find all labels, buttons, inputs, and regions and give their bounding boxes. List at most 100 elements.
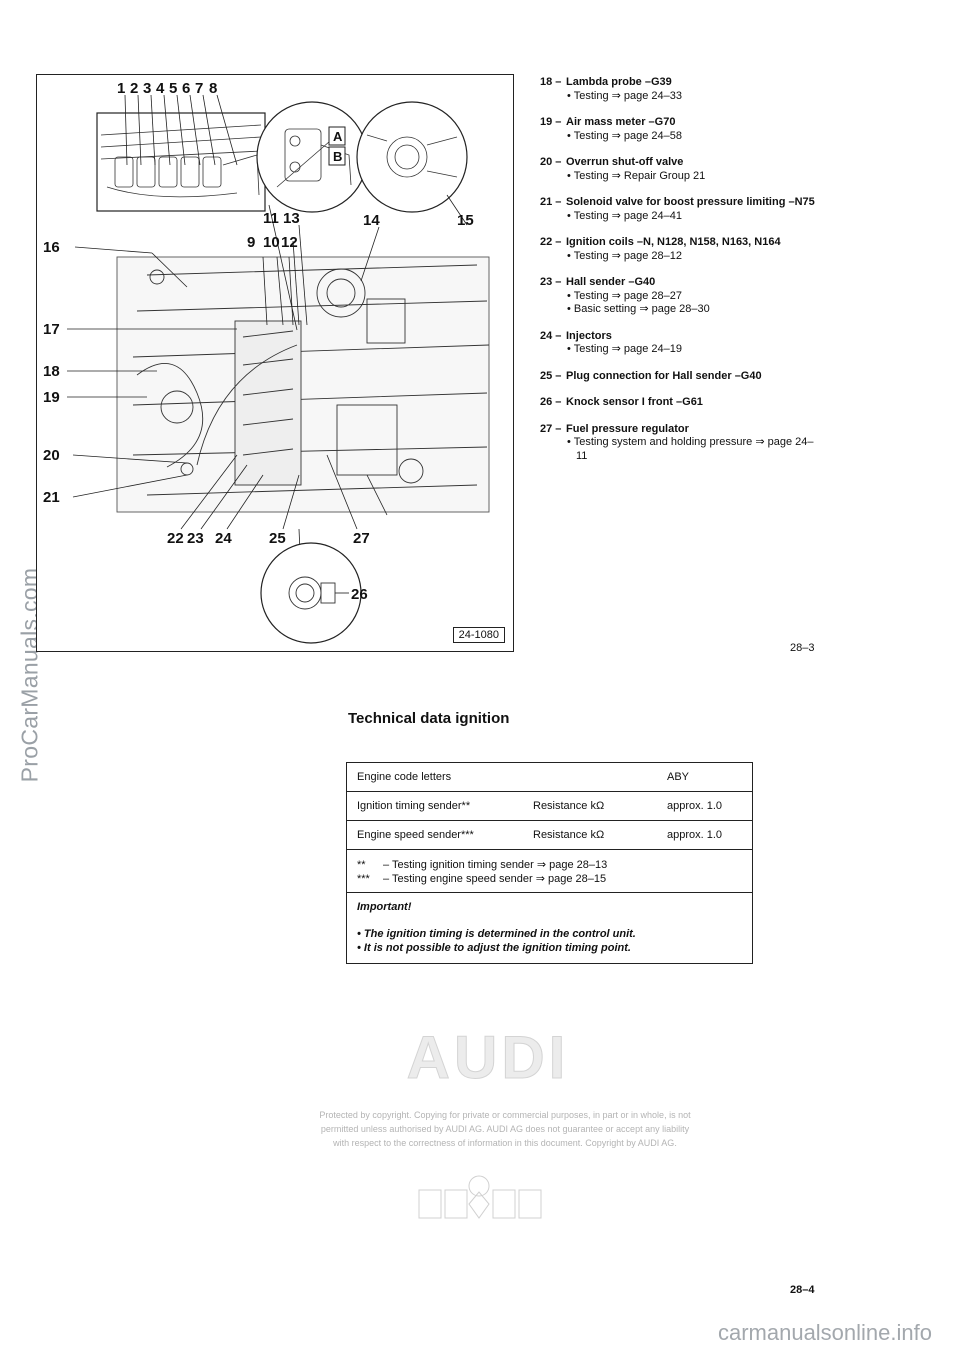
table-cell-unit: Resistance kΩ (533, 800, 605, 812)
legend-item: 22 –Ignition coils –N, N128, N158, N163,… (540, 236, 820, 263)
callout-left-0: 16 (43, 239, 60, 256)
legend-item-title: 21 – Solenoid valve for boost pressure li… (540, 196, 820, 210)
legend-sub-item: • Testing ⇒ Repair Group 21 (540, 170, 820, 184)
important-heading: Important! (357, 901, 412, 913)
audi-logo: AUDI (406, 1026, 566, 1086)
bullet-icon: • (357, 942, 364, 954)
legend-sub-item: • Testing system and holding pressure ⇒ … (540, 436, 820, 463)
legend-sub-item: • Testing ⇒ page 24–58 (540, 130, 820, 144)
section-title: Technical data ignition (348, 710, 510, 727)
page-number-lower: 28–4 (790, 1284, 815, 1296)
legend-item-number: 20 – (540, 156, 562, 168)
legend-sub-item: • Testing ⇒ page 28–27 (540, 290, 820, 304)
stamp-graphic (418, 1175, 542, 1219)
bullet-icon: • (567, 436, 574, 448)
callout-right-0: 14 (363, 212, 380, 229)
note-mark: ** (357, 859, 366, 871)
table-cell-value: approx. 1.0 (667, 800, 723, 812)
legend-item: 27 – Fuel pressure regulator• Testing sys… (540, 423, 820, 464)
legend-item-text: Solenoid valve for boost pressure limiti… (566, 196, 815, 208)
callout-top-0: 1 (117, 80, 125, 97)
callout-bottom-1: 23 (187, 530, 204, 547)
legend-item: 21 – Solenoid valve for boost pressure li… (540, 196, 820, 223)
callout-bottom-4: 27 (353, 530, 370, 547)
important-point-text: The ignition timing is determined in the… (363, 928, 636, 940)
legend-item-number: 24 – (540, 329, 562, 342)
legend-sub-text: Testing ⇒ page 24–58 (573, 129, 683, 142)
legend-item-number: 26 – (540, 396, 562, 408)
legend-sub-text: Testing ⇒ page 24–33 (573, 89, 683, 102)
legend-item-text: Hall sender –G40 (566, 276, 656, 288)
legend-item-number: 21 – (540, 196, 562, 208)
legend-item-number: 19 – (540, 116, 562, 128)
bullet-icon: • (567, 209, 574, 222)
callout-top-2: 3 (143, 80, 151, 97)
callout-bottom-0: 22 (167, 530, 184, 547)
legend-item-text: Plug connection for Hall sender –G40 (566, 369, 762, 382)
callout-top-1: 2 (130, 80, 138, 97)
legend-item: 18 –Lambda probe –G39• Testing ⇒ page 24… (540, 76, 820, 103)
callout-left-1: 17 (43, 321, 60, 338)
legend-item-text: Overrun shut-off valve (566, 156, 684, 168)
callout-bottom-2: 24 (215, 530, 232, 547)
bullet-icon: • (567, 343, 574, 355)
legend-item-number: 23 – (540, 276, 562, 288)
bottom-watermark: carmanualsonline.info (717, 1320, 932, 1345)
important-point-text: It is not possible to adjust the ignitio… (363, 942, 631, 954)
legend-sub-text: Testing system and holding pressure ⇒ pa… (573, 436, 814, 462)
legend-item: 24 –Injectors• Testing ⇒ page 24–19 (540, 330, 820, 357)
legend-sub-text: Basic setting ⇒ page 28–30 (573, 303, 710, 315)
legend-sub-text: Testing ⇒ Repair Group 21 (573, 169, 706, 182)
bullet-icon: • (567, 169, 574, 182)
note-mark: *** (357, 873, 370, 885)
legend-item-number: 27 – (540, 422, 562, 435)
legend-item-number: 18 – (540, 76, 562, 88)
callout-left-4: 20 (43, 447, 60, 464)
legend-sub-item: • Testing ⇒ page 24–41 (540, 210, 820, 224)
legend-sub-text: Testing ⇒ page 28–27 (573, 289, 683, 302)
bullet-icon: • (567, 249, 574, 262)
note-line: **– Testing ignition timing sender ⇒ pag… (357, 858, 742, 872)
legend-item-text: Fuel pressure regulator (566, 422, 689, 435)
legend: 18 –Lambda probe –G39• Testing ⇒ page 24… (540, 76, 820, 476)
table-cell-label: Ignition timing sender** (357, 800, 471, 812)
callout-mid-4: 12 (281, 234, 298, 251)
callout-left-2: 18 (43, 363, 60, 380)
callout-left-5: 21 (43, 489, 60, 506)
bullet-icon: • (567, 303, 574, 315)
callout-mid-2: 9 (247, 234, 255, 251)
legend-item-number: 25 – (540, 369, 562, 382)
bullet-icon: • (357, 928, 364, 940)
legend-sub-item: • Testing ⇒ page 28–12 (540, 250, 820, 264)
legend-item: 20 –Overrun shut-off valve• Testing ⇒ Re… (540, 156, 820, 183)
legend-item-title: 26 –Knock sensor I front –G61 (540, 396, 820, 410)
legend-sub-text: Testing ⇒ page 24–41 (573, 209, 683, 222)
legend-item-title: 27 – Fuel pressure regulator (540, 423, 820, 437)
callout-right-1: 15 (457, 212, 474, 229)
callout-26: 26 (351, 586, 368, 603)
legend-item: 23 – Hall sender –G40 • Testing ⇒ page 28–… (540, 276, 820, 317)
callout-left-3: 19 (43, 389, 60, 406)
legend-item-text: Injectors (566, 329, 612, 342)
table-cell-value: ABY (667, 771, 690, 783)
bullet-icon: • (567, 129, 574, 142)
callout-mid-0: 11 (263, 210, 279, 227)
inset-letter-b: B (333, 149, 342, 164)
legend-item: 26 –Knock sensor I front –G61 (540, 396, 820, 410)
callout-top-4: 5 (169, 80, 177, 97)
callout-mid-3: 10 (263, 234, 280, 251)
legend-item-title: 25 – Plug connection for Hall sender –G40 (540, 370, 820, 384)
copyright-notice: Protected by copyright. Copying for priv… (280, 1108, 730, 1150)
table-notes: **– Testing ignition timing sender ⇒ pag… (347, 850, 752, 893)
legend-item-title: 24 – Injectors (540, 330, 820, 344)
table-cell-label: Engine speed sender*** (357, 829, 474, 841)
callout-top-3: 4 (156, 80, 165, 97)
copyright-line: Protected by copyright. Copying for priv… (319, 1110, 691, 1120)
copyright-line: with respect to the correctness of infor… (333, 1138, 677, 1148)
table-cell-unit: Resistance kΩ (533, 829, 605, 841)
